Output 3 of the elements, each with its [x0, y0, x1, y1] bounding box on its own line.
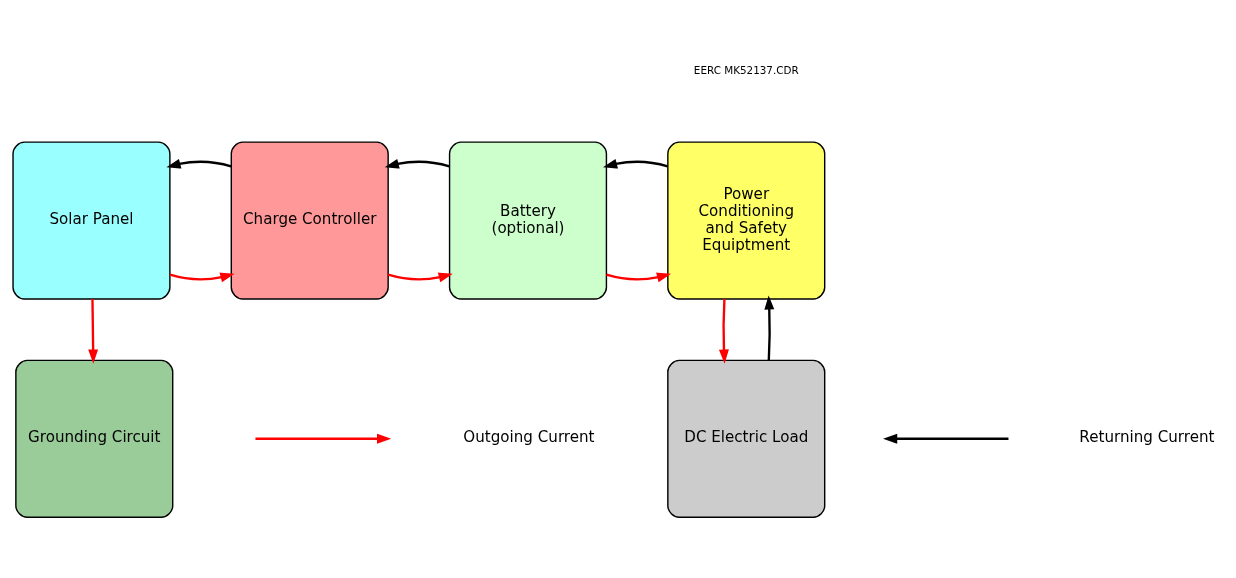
legend-label: Outgoing Current [463, 427, 595, 446]
label: EERC MK52137.CDR [693, 63, 799, 76]
legend-label: Returning Current [1079, 427, 1215, 446]
